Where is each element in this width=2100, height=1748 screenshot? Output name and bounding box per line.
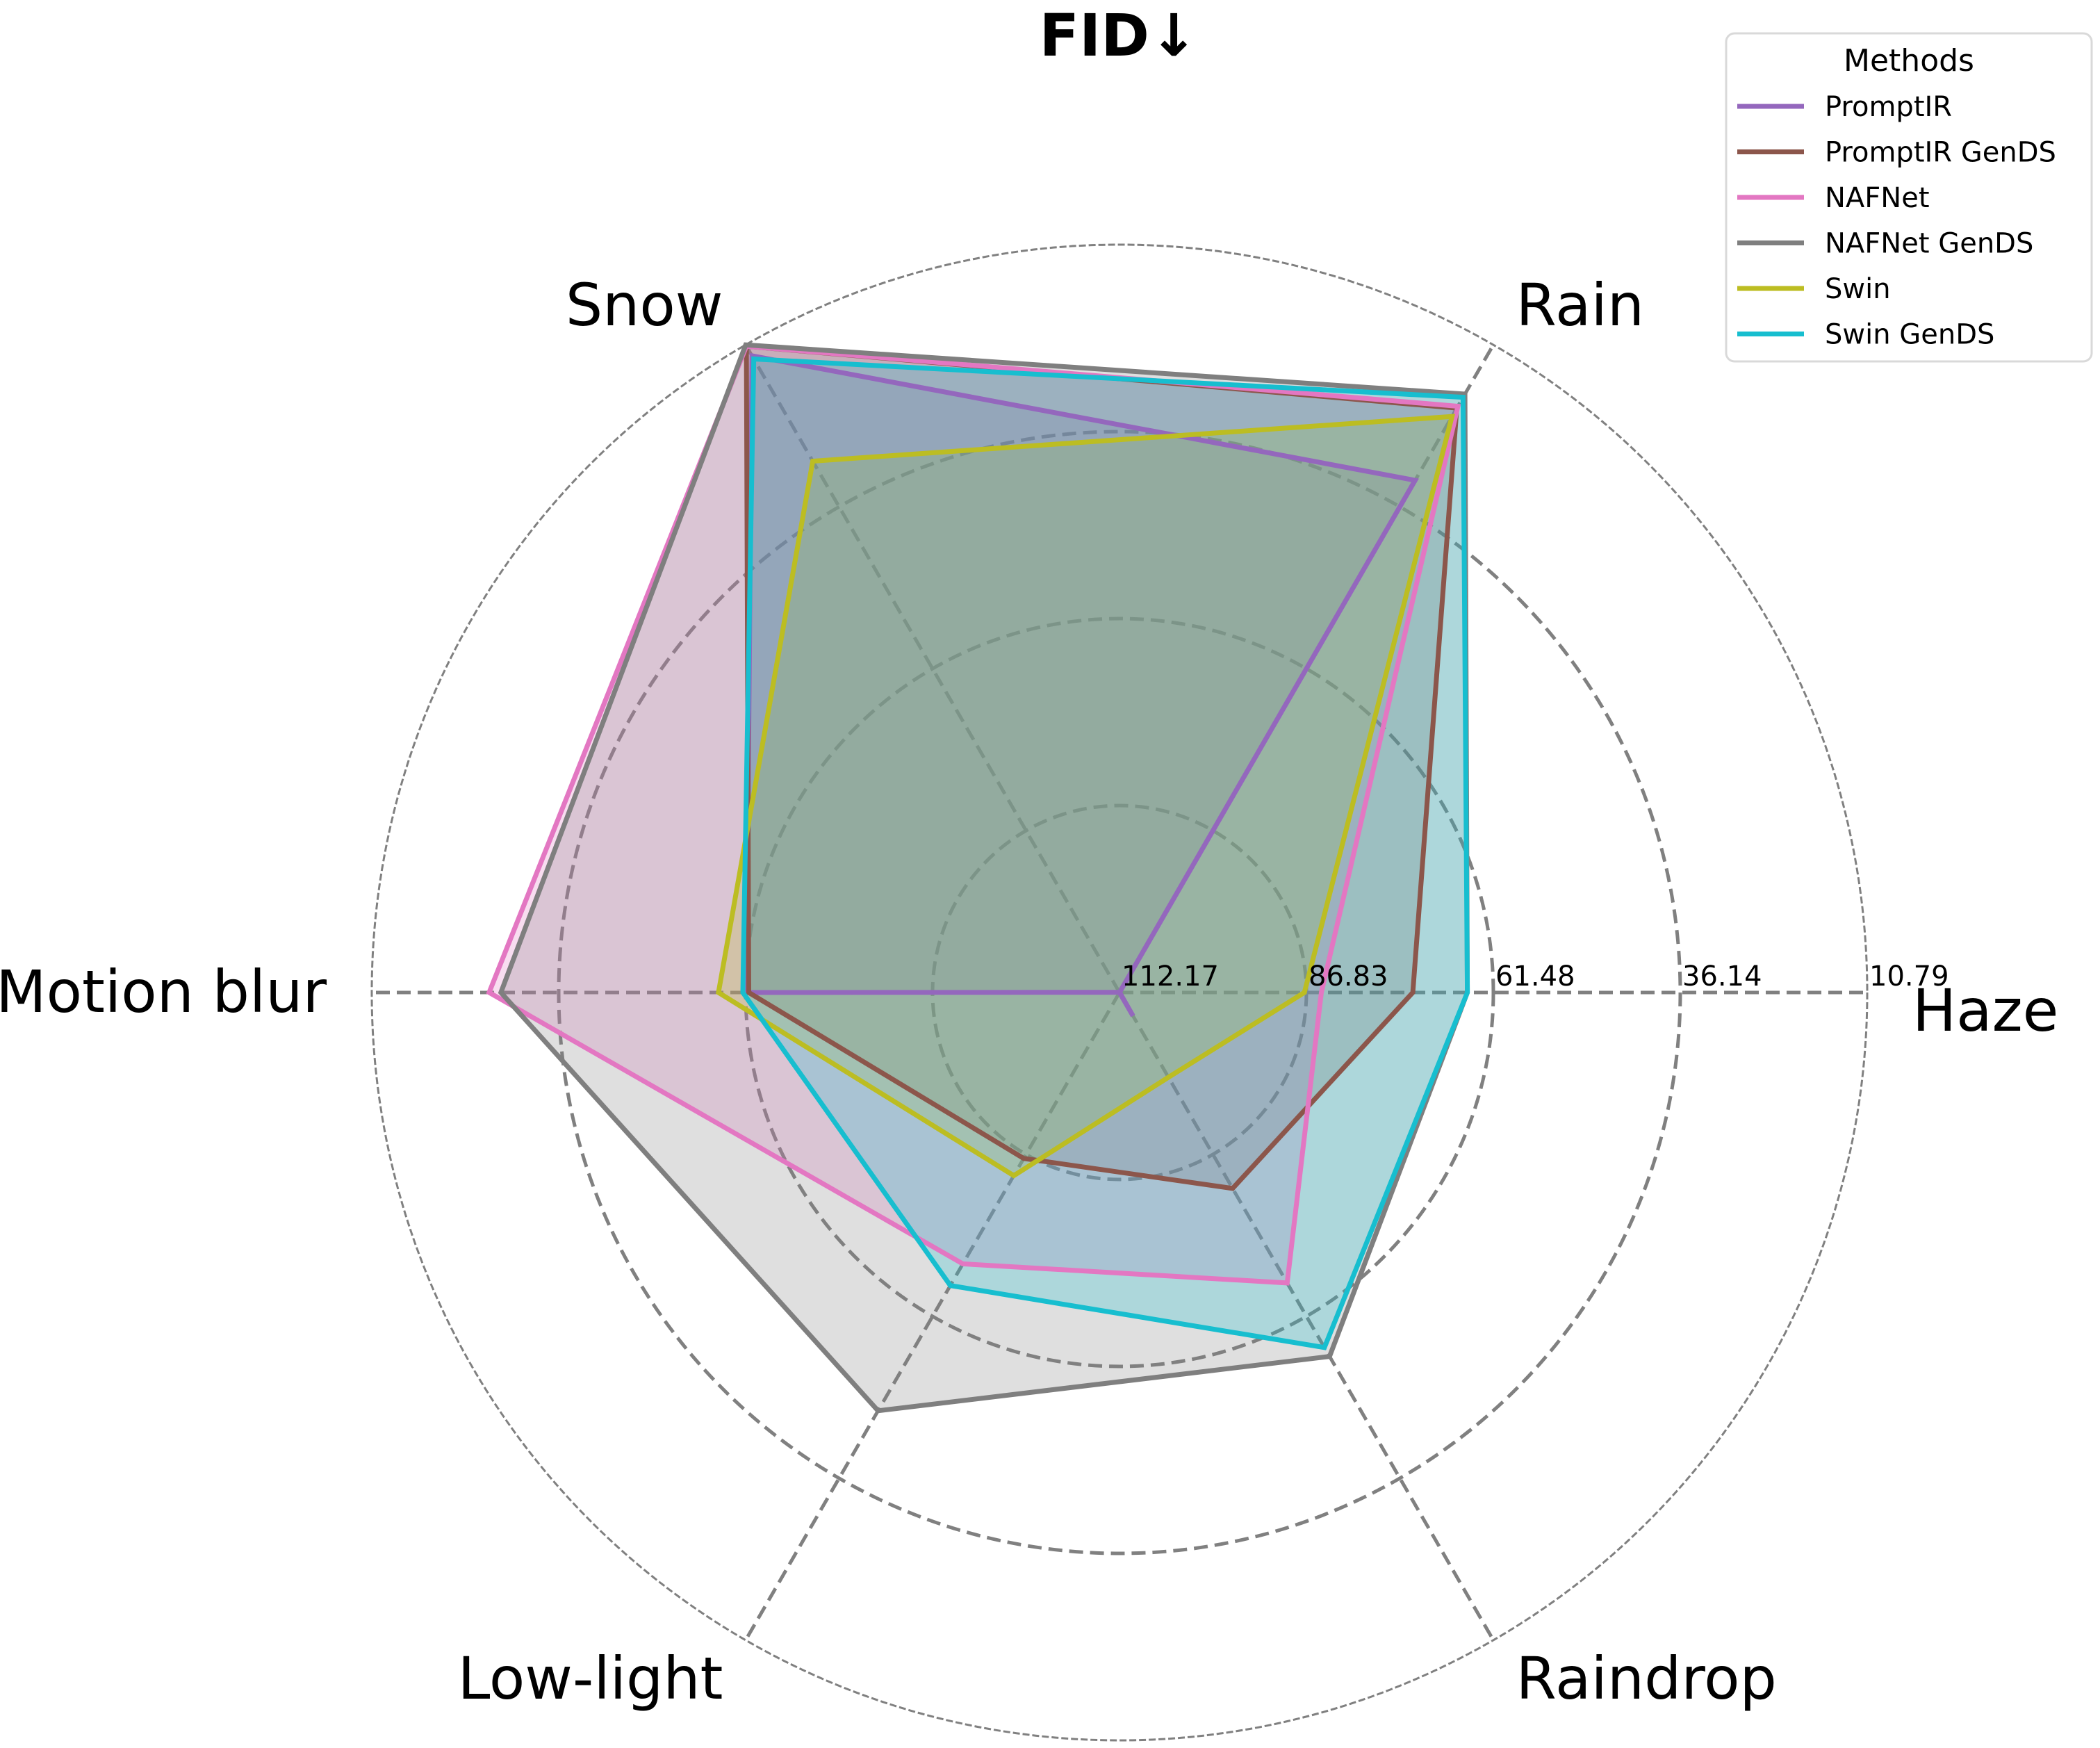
chart-title: FID↓ <box>1040 1 1199 70</box>
series-line <box>716 414 1456 1179</box>
legend-label: NAFNet <box>1825 182 1930 214</box>
legend: Methods PromptIR PromptIR GenDS NAFNetNAFN… <box>1725 32 2093 363</box>
radial-tick-label: 10.79 <box>1869 961 1949 993</box>
legend-label: PromptIR <box>1825 91 1952 123</box>
axis-label: Rain <box>1516 271 1645 339</box>
legend-title: Methods <box>1844 43 1974 79</box>
grid-ring <box>370 243 1869 1742</box>
series-area <box>718 416 1452 1176</box>
axis-label: Snow <box>566 271 723 339</box>
series-line <box>486 343 1461 1286</box>
series-area <box>746 346 1457 1189</box>
legend-label: Swin GenDS <box>1825 319 1994 351</box>
axis-label: Raindrop <box>1516 1644 1777 1713</box>
radial-tick-label: 61.48 <box>1495 961 1575 993</box>
legend-box <box>1725 32 2093 363</box>
legend-label: NAFNet GenDS <box>1825 228 2033 260</box>
radial-tick-label: 86.83 <box>1309 961 1388 993</box>
axis-label: Haze <box>1912 977 2058 1045</box>
series-line <box>498 342 1470 1414</box>
radar-series <box>486 342 1470 1414</box>
radial-tick-label: 36.14 <box>1682 961 1762 993</box>
series-area <box>746 355 1416 1016</box>
grid-ring <box>557 430 1682 1555</box>
axis-label: Low-light <box>458 1644 723 1713</box>
radial-tick-labels: 112.17 86.83 61.48 36.14 10.79 <box>1122 961 1949 993</box>
series-area <box>500 345 1468 1411</box>
axis-label: Motion blur <box>0 958 327 1026</box>
radar-grid <box>370 243 1869 1742</box>
series-line <box>740 356 1470 1350</box>
radial-tick-label: 112.17 <box>1122 961 1219 993</box>
legend-label: PromptIR GenDS <box>1825 137 2056 169</box>
legend-label: Swin <box>1825 273 1891 305</box>
